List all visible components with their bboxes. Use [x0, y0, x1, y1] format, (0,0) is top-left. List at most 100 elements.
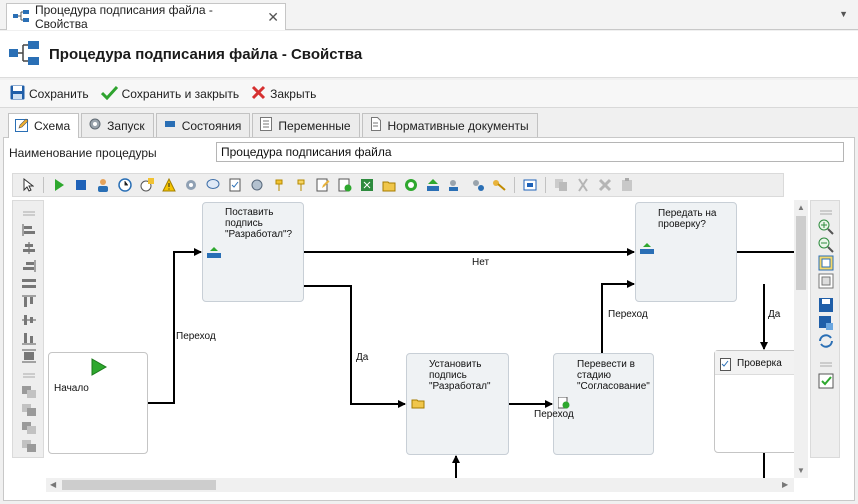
warning-icon[interactable] [160, 177, 177, 194]
layer-icon[interactable] [21, 439, 37, 453]
property-tabs: Схема Запуск Состояния Переменные Нормат… [8, 113, 540, 138]
node-decision-put-sign[interactable]: Поставить подпись "Разработал"? [202, 202, 304, 302]
edit-icon [15, 118, 29, 135]
settings-icon[interactable] [248, 177, 265, 194]
align-center-icon[interactable] [21, 241, 37, 255]
scroll-down-icon[interactable]: ▼ [797, 466, 805, 475]
document-icon [369, 117, 383, 134]
message-icon[interactable] [204, 177, 221, 194]
align-justify-icon[interactable] [21, 277, 37, 291]
workflow-icon [13, 9, 29, 25]
node-check[interactable]: Проверка [714, 350, 794, 453]
document-tab-label: Процедура подписания файла - Свойства [35, 3, 213, 31]
validate-icon[interactable] [818, 373, 834, 389]
diagram-connectors [148, 248, 794, 478]
edge-label-yes: Да [356, 352, 369, 363]
zoom-fit-icon[interactable] [818, 255, 834, 271]
node-decision-send-check[interactable]: Передать на проверку? [635, 202, 737, 302]
save-button[interactable]: Сохранить [10, 85, 89, 103]
floppy-disk-icon[interactable] [818, 297, 834, 313]
align-bottom-icon[interactable] [21, 331, 37, 345]
distribute-icon[interactable] [21, 349, 37, 363]
grip-icon [820, 210, 832, 215]
tab-menu-chevron-icon[interactable]: ▼ [839, 9, 848, 19]
procedure-name-input[interactable] [216, 142, 844, 162]
scrollbar-thumb[interactable] [62, 480, 216, 490]
scrollbar-thumb[interactable] [796, 216, 806, 290]
document-edit-icon[interactable] [314, 177, 331, 194]
hierarchy-icon[interactable] [424, 177, 441, 194]
copy-icon[interactable] [552, 177, 569, 194]
pointer-icon[interactable] [19, 177, 36, 194]
zoom-actual-icon[interactable] [818, 273, 834, 289]
align-right-icon[interactable] [21, 259, 37, 273]
tab-launch[interactable]: Запуск [81, 113, 154, 137]
checklist-icon[interactable] [226, 177, 243, 194]
layer-icon[interactable] [21, 403, 37, 417]
node-label: Проверка [737, 358, 782, 369]
align-left-icon[interactable] [21, 223, 37, 237]
page-title: Процедура подписания файла - Свойства [49, 45, 363, 63]
horizontal-scrollbar[interactable]: ◀ ▶ [46, 478, 794, 492]
scroll-right-icon[interactable]: ▶ [782, 480, 789, 489]
folder-edit-icon[interactable] [380, 177, 397, 194]
gear-task-icon[interactable] [182, 177, 199, 194]
node-start[interactable]: Начало [48, 352, 148, 454]
delete-icon[interactable] [596, 177, 613, 194]
node-label: Поставить подпись "Разработал"? [225, 207, 293, 240]
align-top-icon[interactable] [21, 295, 37, 309]
grip-icon [23, 211, 35, 216]
start-icon[interactable] [50, 177, 67, 194]
align-middle-icon[interactable] [21, 313, 37, 327]
refresh-globe-icon[interactable] [402, 177, 419, 194]
zoom-toolbar [810, 200, 840, 458]
procedure-name-label: Наименование процедуры [9, 146, 157, 160]
user-settings-icon[interactable] [468, 177, 485, 194]
document-approve-icon[interactable] [336, 177, 353, 194]
close-icon[interactable]: ✕ [267, 8, 279, 25]
node-move-stage[interactable]: Перевести в стадию "Согласование" [553, 353, 654, 455]
cut-icon[interactable] [574, 177, 591, 194]
edge-label-no: Нет [472, 257, 490, 268]
stop-icon[interactable] [72, 177, 89, 194]
refresh-icon[interactable] [818, 333, 834, 349]
zoom-out-icon[interactable] [818, 237, 834, 253]
page-header: Процедура подписания файла - Свойства [0, 31, 858, 78]
workflow-icon [8, 40, 40, 69]
diagram-canvas[interactable]: Начало Поставить подпись "Разработал"? У… [46, 200, 794, 478]
edge-label-yes: Да [768, 309, 781, 320]
spreadsheet-icon[interactable] [358, 177, 375, 194]
zoom-in-icon[interactable] [818, 219, 834, 235]
save-and-close-button[interactable]: Сохранить и закрыть [100, 85, 239, 103]
hierarchy-icon [207, 247, 221, 258]
folder-edit-icon [411, 399, 425, 409]
state-icon [163, 117, 177, 134]
tab-schema[interactable]: Схема [8, 113, 80, 138]
node-label: Установить подпись "Разработал" [429, 359, 491, 392]
node-label: Передать на проверку? [658, 208, 717, 230]
timer-icon[interactable] [116, 177, 133, 194]
layer-icon[interactable] [21, 385, 37, 399]
checkmark-icon [100, 85, 118, 103]
paste-icon[interactable] [618, 177, 635, 194]
save-as-icon[interactable] [818, 315, 834, 331]
fit-screen-icon[interactable] [521, 177, 538, 194]
tab-states[interactable]: Состояния [155, 113, 251, 137]
user-task-icon[interactable] [94, 177, 111, 194]
pin-icon[interactable] [270, 177, 287, 194]
clock-question-icon[interactable] [138, 177, 155, 194]
vertical-scrollbar[interactable]: ▲ ▼ [794, 200, 808, 478]
tab-variables[interactable]: Переменные [252, 113, 360, 137]
scroll-left-icon[interactable]: ◀ [50, 480, 57, 489]
layer-icon[interactable] [21, 421, 37, 435]
alignment-toolbar [12, 200, 44, 458]
key-icon[interactable] [490, 177, 507, 194]
document-tab[interactable]: Процедура подписания файла - Свойства ✕ [6, 3, 286, 31]
node-set-sign[interactable]: Установить подпись "Разработал" [406, 353, 509, 455]
scroll-up-icon[interactable]: ▲ [797, 203, 805, 212]
close-button[interactable]: Закрыть [251, 85, 316, 103]
hierarchy-icon [640, 243, 654, 254]
user-group-icon[interactable] [446, 177, 463, 194]
tab-normative-documents[interactable]: Нормативные документы [361, 113, 538, 137]
pin-alt-icon[interactable] [292, 177, 309, 194]
